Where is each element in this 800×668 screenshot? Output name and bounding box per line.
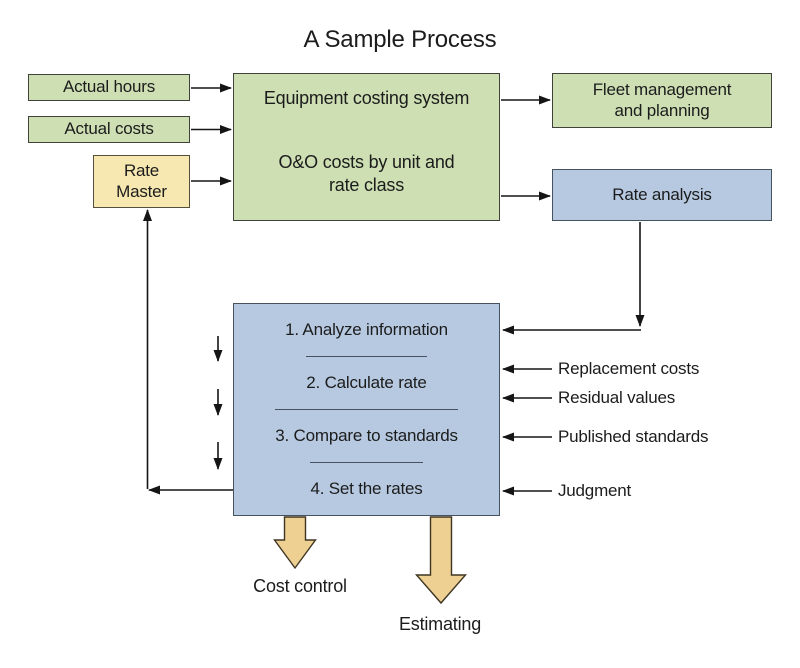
actual-hours-box: Actual hours xyxy=(28,74,190,101)
cost-control-label: Cost control xyxy=(253,576,347,596)
step-row-2: 2. Calculate rate xyxy=(306,356,427,409)
estimating-fat-arrow xyxy=(414,516,468,605)
rate-analysis-box: Rate analysis xyxy=(552,169,772,221)
published-standards-label: Published standards xyxy=(558,427,709,446)
step-row-1: 1. Analyze information xyxy=(285,319,448,339)
diagram-title: A Sample Process xyxy=(303,26,497,53)
rate-master-box: Rate Master xyxy=(93,155,190,208)
steps-stack: 1. Analyze information 2. Calculate rate… xyxy=(233,303,500,516)
actual-hours-label: Actual hours xyxy=(62,77,156,97)
fleet-management-box: Fleet management and planning xyxy=(552,73,772,128)
estimating-label: Estimating xyxy=(398,614,482,634)
equipment-costing-box: Equipment costing system O&O costs by un… xyxy=(233,73,500,221)
cost-control-fat-arrow xyxy=(273,516,317,570)
judgment-label: Judgment xyxy=(558,481,632,500)
rate-analysis-label: Rate analysis xyxy=(612,184,712,204)
step-row-4: 4. Set the rates xyxy=(310,462,423,515)
actual-costs-box: Actual costs xyxy=(28,116,190,143)
fleet-management-label: Fleet management and planning xyxy=(592,80,732,120)
step-row-3: 3. Compare to standards xyxy=(275,409,458,462)
equipment-costing-title: Equipment costing system xyxy=(263,88,470,108)
replacement-costs-label: Replacement costs xyxy=(558,359,700,378)
residual-values-label: Residual values xyxy=(558,388,676,407)
equipment-costing-subtitle: O&O costs by unit and rate class xyxy=(278,152,455,196)
actual-costs-label: Actual costs xyxy=(64,119,154,139)
rate-master-label: Rate Master xyxy=(116,161,167,201)
